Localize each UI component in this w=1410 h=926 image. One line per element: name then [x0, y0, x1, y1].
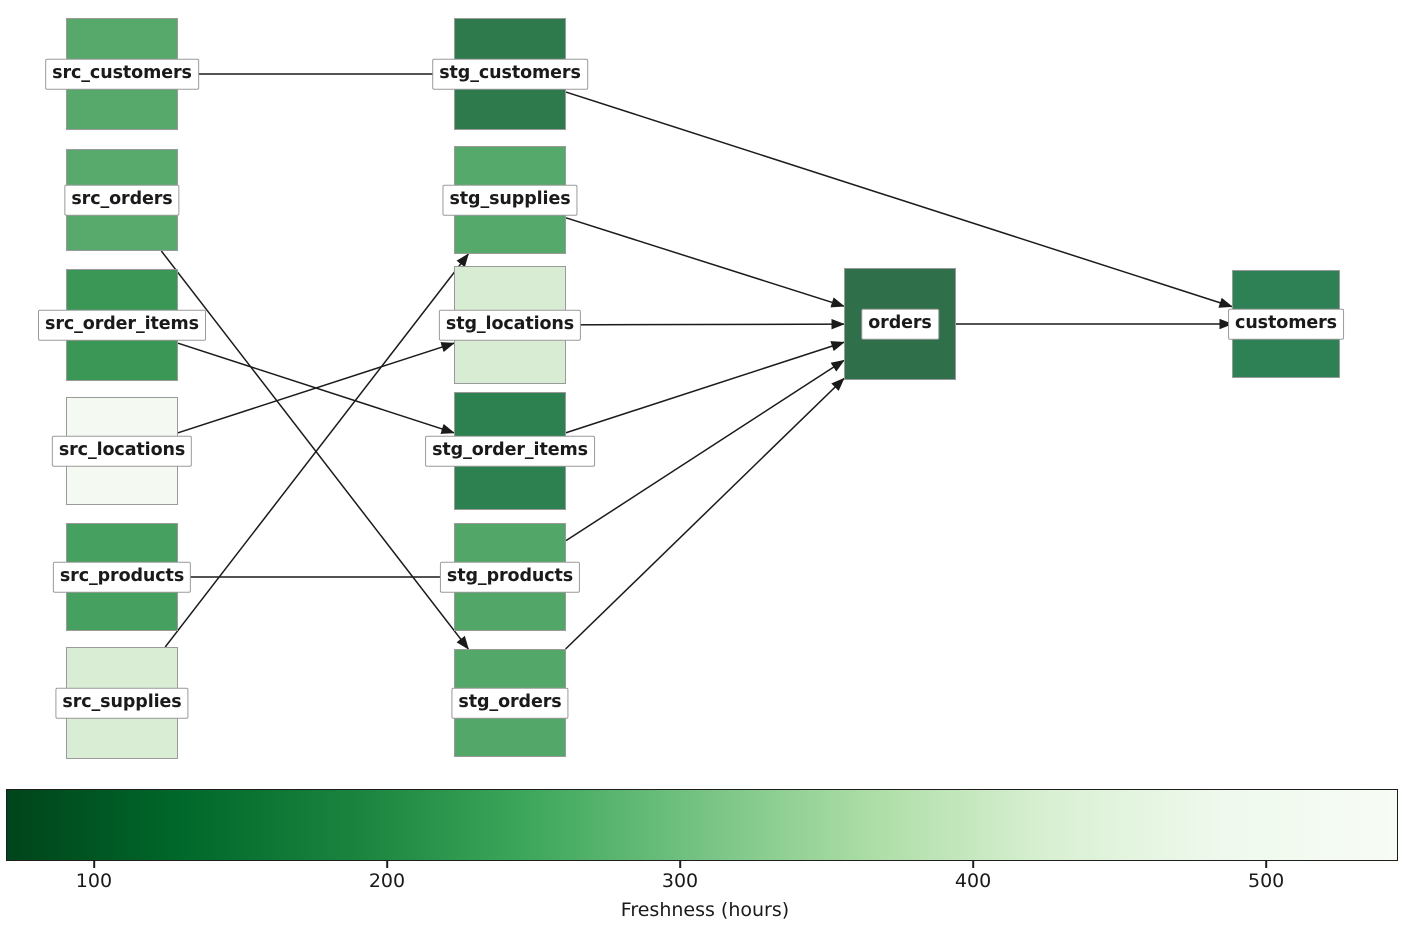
colorbar-tick-300 — [679, 861, 681, 868]
node-label-src_order_items: src_order_items — [38, 309, 206, 341]
node-label-src_locations: src_locations — [51, 435, 193, 467]
colorbar-gradient — [6, 789, 1398, 861]
colorbar-axis-label: Freshness (hours) — [620, 899, 790, 921]
colorbar-tick-label-100: 100 — [75, 870, 113, 892]
node-label-stg_products: stg_products — [439, 561, 581, 593]
colorbar-tick-500 — [1265, 861, 1267, 868]
node-label-stg_order_items: stg_order_items — [425, 435, 595, 467]
edge-stg_order_items-to-orders — [565, 341, 845, 434]
edge-stg_orders-to-orders — [565, 377, 845, 650]
colorbar-tick-400 — [972, 861, 974, 868]
edges-group — [160, 73, 1233, 650]
edge-stg_products-to-orders — [565, 359, 845, 542]
colorbar-tick-200 — [386, 861, 388, 868]
node-label-src_products: src_products — [52, 561, 192, 593]
node-label-src_customers: src_customers — [45, 58, 199, 90]
edge-src_orders-to-stg_orders — [160, 250, 469, 650]
node-label-stg_locations: stg_locations — [438, 309, 582, 341]
node-label-src_orders: src_orders — [64, 184, 180, 216]
edge-layer — [160, 73, 1233, 650]
edge-stg_supplies-to-orders — [565, 217, 845, 308]
edge-src_locations-to-stg_locations — [177, 342, 455, 434]
node-label-customers: customers — [1228, 308, 1344, 340]
colorbar-tick-label-200: 200 — [368, 870, 406, 892]
node-label-stg_supplies: stg_supplies — [442, 184, 578, 216]
node-label-stg_customers: stg_customers — [432, 58, 588, 90]
edge-stg_locations-to-orders — [565, 318, 845, 330]
node-label-orders: orders — [861, 308, 939, 340]
colorbar-tick-label-500: 500 — [1247, 870, 1285, 892]
colorbar-tick-label-300: 300 — [661, 870, 699, 892]
edge-src_supplies-to-stg_supplies — [164, 253, 469, 648]
colorbar-tick-label-400: 400 — [954, 870, 992, 892]
edge-src_order_items-to-stg_order_items — [177, 342, 455, 434]
node-label-src_supplies: src_supplies — [55, 687, 189, 719]
colorbar-tick-100 — [93, 861, 95, 868]
colorbar: 100 200 300 400 500 Freshness (hours) — [0, 780, 1410, 926]
node-label-stg_orders: stg_orders — [451, 687, 569, 719]
